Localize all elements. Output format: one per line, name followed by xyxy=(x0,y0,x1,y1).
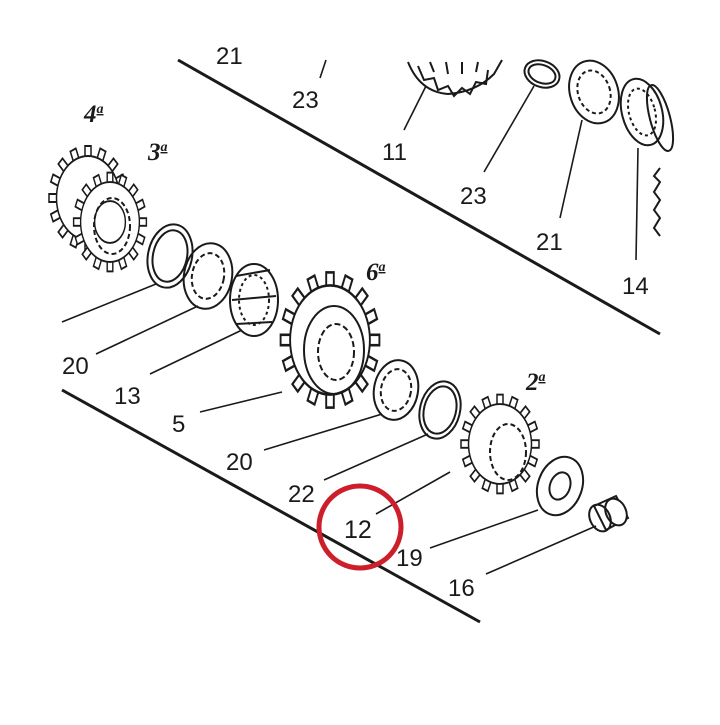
leader-20-left xyxy=(61,283,157,323)
part-label-20-left: 20 xyxy=(62,353,89,380)
part-label-23-right: 23 xyxy=(460,183,487,210)
leader-16 xyxy=(485,525,597,575)
snap-ring-20-left xyxy=(146,223,194,289)
part-label-23-top: 23 xyxy=(292,87,319,114)
leader-11 xyxy=(403,85,427,131)
part-label-5: 5 xyxy=(172,411,185,438)
part-number-labels: 21 23 11 23 21 14 20 13 5 20 22 12 19 16 xyxy=(62,43,649,602)
leader-21-right xyxy=(559,119,583,219)
lower-panel-border xyxy=(61,388,481,624)
gear-label-3rd: 3a xyxy=(147,139,168,166)
gear-ordinal-labels: 4a 3a 6a 2a xyxy=(83,101,546,396)
leader-14 xyxy=(635,147,639,261)
leader-lines xyxy=(61,59,639,575)
leader-5 xyxy=(199,391,283,413)
upper-washer-21 xyxy=(568,59,620,125)
thrust-washer-19 xyxy=(535,455,585,517)
leader-22 xyxy=(323,433,429,481)
gear-6-part-5 xyxy=(279,271,381,409)
gear-label-2nd: 2a xyxy=(525,369,546,396)
upper-gear-11 xyxy=(407,59,503,98)
spline-washer-20 xyxy=(372,359,420,421)
part-label-14: 14 xyxy=(622,273,649,300)
part-label-11: 11 xyxy=(382,139,407,166)
panel-lines xyxy=(61,58,661,624)
upper-bearing-14 xyxy=(619,77,675,152)
part-label-22: 22 xyxy=(288,481,315,508)
part-label-16: 16 xyxy=(448,575,475,602)
part-label-20-mid: 20 xyxy=(226,449,253,476)
snap-ring-22 xyxy=(418,380,462,440)
bush-16 xyxy=(588,494,630,533)
gear-4-3 xyxy=(48,145,148,273)
leader-23-right xyxy=(483,85,535,173)
gear-label-6th: 6a xyxy=(366,259,386,286)
spline-washer-13 xyxy=(182,242,234,310)
leader-20-mid xyxy=(263,413,383,451)
leader-23-top xyxy=(319,59,327,79)
gear-label-4th: 4a xyxy=(83,101,104,128)
upper-ring-23 xyxy=(523,59,561,89)
upper-panel-border xyxy=(177,58,661,336)
part-label-21-right: 21 xyxy=(536,229,563,256)
leader-13 xyxy=(95,305,199,355)
leader-19 xyxy=(429,509,539,549)
part-label-19: 19 xyxy=(396,545,423,572)
highlight-circle-part-12 xyxy=(316,483,404,571)
leader-13b xyxy=(149,329,243,375)
part-label-12: 12 xyxy=(344,516,372,544)
part-label-21-top: 21 xyxy=(216,43,243,70)
part-label-13: 13 xyxy=(114,383,141,410)
leader-12 xyxy=(375,471,451,515)
gear-2-part-12 xyxy=(460,393,540,495)
needle-bearing xyxy=(229,263,279,337)
partial-gear-right-edge xyxy=(652,167,662,237)
